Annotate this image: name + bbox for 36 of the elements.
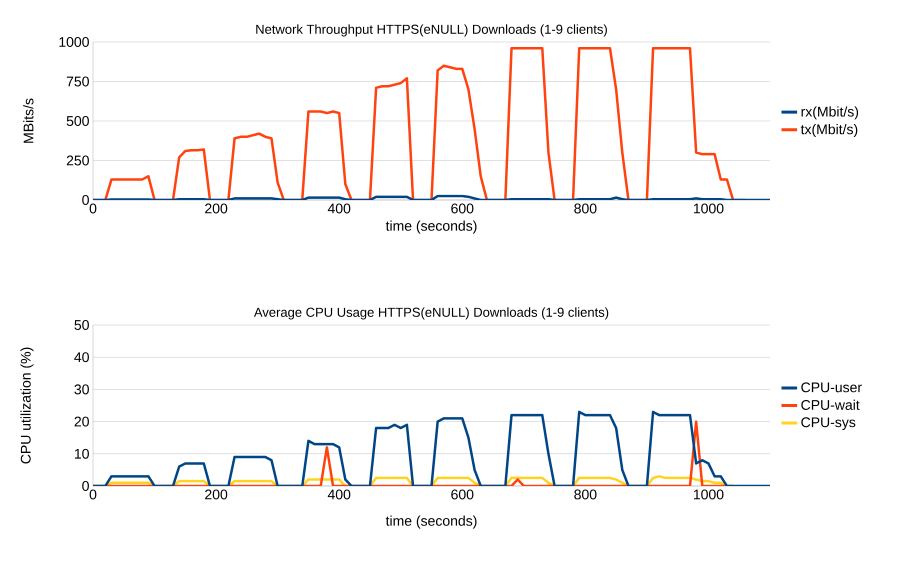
y-tick-label: 500 [66, 116, 89, 126]
legend-label: CPU-wait [801, 400, 860, 410]
y-tick-label: 10 [74, 448, 89, 459]
legend-label: CPU-sys [801, 417, 856, 430]
legend-label: CPU-user [801, 382, 862, 392]
x-tick-label: 0 [90, 490, 96, 500]
y-tick-label: 50 [74, 320, 89, 330]
x-tick-label: 200 [205, 490, 228, 500]
x-tick-label: 1000 [694, 490, 724, 500]
chart-title: Network Throughput HTTPS(eNULL) Downloads (1-9 clients) [256, 24, 607, 36]
y-tick-label: 750 [66, 76, 89, 86]
line-chart: 0 200 400 600 800 1000 0 250 500 750 1000 rx(Mbit/s) tx(Mbit/s) [59, 37, 858, 214]
x-tick-label: 1000 [694, 204, 724, 214]
y-tick-label: 0 [82, 481, 89, 491]
x-tick-label: 0 [90, 204, 96, 214]
x-tick-label: 800 [574, 204, 596, 214]
y-tick-label: 1000 [59, 37, 89, 47]
line-chart: 0 200 400 600 800 1000 0 10 20 30 40 50 CPU-user CPU-wait CPU-sys [74, 320, 862, 500]
x-tick-label: 200 [205, 204, 228, 214]
y-tick-label: 40 [74, 352, 89, 362]
x-tick-label: 400 [328, 204, 350, 214]
x-tick-label: 800 [574, 490, 596, 500]
legend-label: rx(Mbit/s) [802, 106, 858, 120]
chart-title: Average CPU Usage HTTPS(eNULL) Downloads (1-9 clients) [254, 307, 608, 320]
axis-title: CPU utilization (%) [20, 348, 34, 464]
y-tick-label: 250 [66, 156, 89, 166]
axis-title: MBits/s [23, 98, 34, 143]
x-tick-label: 600 [451, 204, 474, 214]
x-tick-label: 400 [328, 490, 350, 500]
y-tick-label: 30 [74, 384, 89, 394]
axis-title: time (seconds) [386, 220, 477, 234]
legend-label: tx(Mbit/s) [800, 124, 858, 138]
y-tick-label: 20 [74, 416, 89, 427]
x-tick-label: 600 [451, 490, 474, 500]
y-tick-label: 0 [82, 195, 89, 205]
axis-title: time (seconds) [386, 516, 477, 529]
